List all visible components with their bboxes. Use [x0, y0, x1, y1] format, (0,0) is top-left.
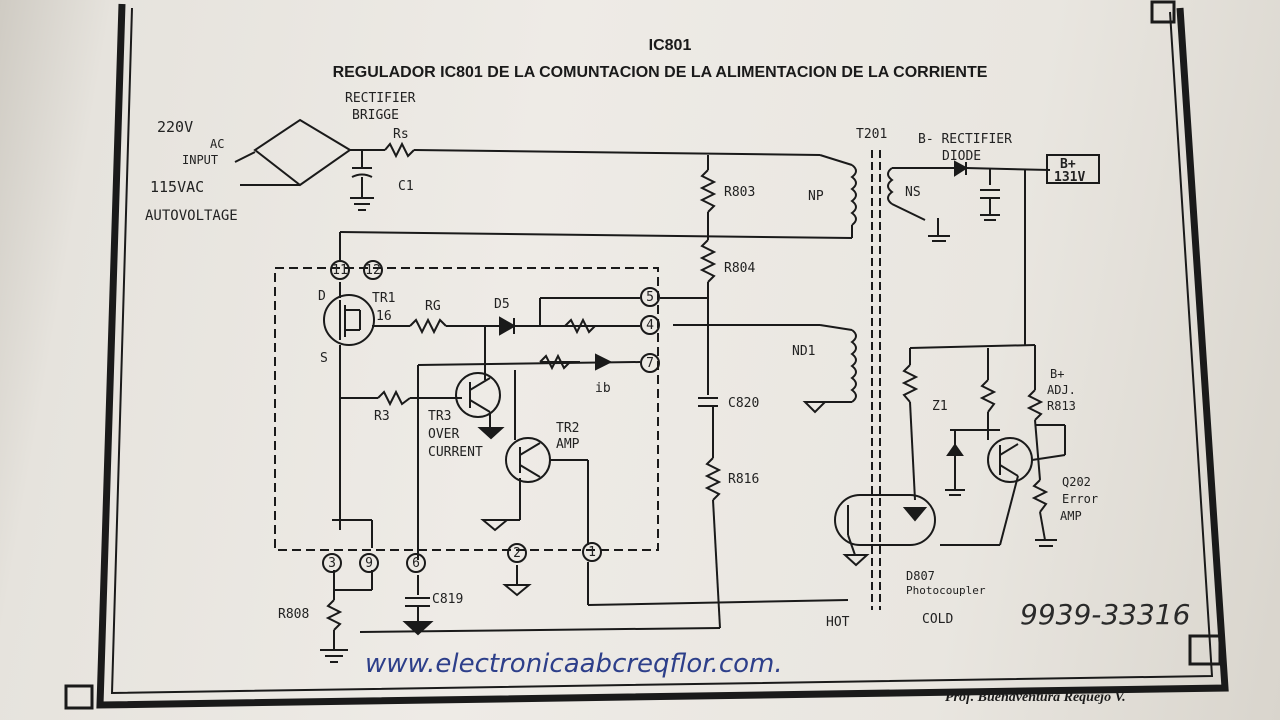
- current-label: CURRENT: [428, 445, 483, 460]
- over-label: OVER: [428, 427, 459, 442]
- rectifier-label-2: BRIGGE: [352, 108, 399, 123]
- r813-resistor: [1026, 389, 1044, 421]
- b-rectifier-label: B- RECTIFIER: [918, 132, 1012, 147]
- photocoupler-body: [834, 494, 936, 546]
- d5-diode: [499, 316, 517, 336]
- rg-resistor: [409, 317, 447, 335]
- tr2-transistor: [505, 437, 551, 483]
- t201-label: T201: [856, 127, 887, 142]
- autovoltage-label: AUTOVOLTAGE: [145, 208, 238, 224]
- diagram-code: IC801: [649, 37, 692, 54]
- cold-label: COLD: [922, 612, 953, 627]
- pin-12: 12: [365, 263, 381, 278]
- photocoupler-resistor: [901, 364, 919, 403]
- r808-resistor: [325, 599, 343, 631]
- c1-label: C1: [398, 179, 414, 194]
- r816-label: R816: [728, 472, 759, 487]
- photocoupler-label: Photocoupler: [906, 584, 986, 597]
- author-credit: Prof. Buenaventura Requejo V.: [945, 690, 1126, 705]
- tr1-mosfet: [323, 294, 375, 346]
- pin-3: 3: [328, 556, 336, 571]
- r813-label: R813: [1047, 399, 1076, 413]
- rs-label: Rs: [393, 127, 409, 142]
- b-voltage-label: 131V: [1054, 170, 1085, 185]
- pin-markers: [322, 260, 660, 573]
- ground-symbols: [320, 197, 1057, 663]
- np-winding: [850, 164, 857, 226]
- tr1-label: TR1: [372, 291, 395, 306]
- b-adj-label: B+: [1050, 367, 1064, 381]
- c819-label: C819: [432, 592, 463, 607]
- amp2-label: AMP: [1060, 509, 1082, 523]
- bridge-rectifier: [253, 118, 352, 187]
- hot-label: HOT: [826, 615, 850, 630]
- drain-label: D: [318, 289, 326, 304]
- frame-border: [64, 0, 1229, 710]
- ns-winding: [887, 167, 894, 205]
- rg-label: RG: [425, 299, 441, 314]
- r804-resistor: [699, 239, 717, 283]
- input-220-label: 220V: [157, 118, 193, 136]
- diagram-title: REGULADOR IC801 DE LA COMUNTACION DE LA …: [333, 64, 988, 81]
- c820-label: C820: [728, 396, 759, 411]
- input-115-label: 115VAC: [150, 178, 204, 196]
- r803-resistor: [699, 169, 717, 213]
- adj-label: ADJ.: [1047, 383, 1076, 397]
- d5-label: D5: [494, 297, 510, 312]
- wires: [234, 118, 1100, 650]
- ic-pin-label: 16: [376, 309, 392, 324]
- input-label: INPUT: [182, 153, 218, 167]
- pin-2: 2: [513, 546, 521, 561]
- amp-label: AMP: [556, 437, 580, 452]
- pin-1: 1: [588, 545, 596, 560]
- r3-label: R3: [374, 409, 390, 424]
- np-label: NP: [808, 189, 824, 204]
- tr2-label: TR2: [556, 421, 579, 436]
- source-label: S: [320, 351, 328, 366]
- d807-label: D807: [906, 569, 935, 583]
- r816-resistor: [704, 457, 722, 501]
- pin-labels: 11 12 5 4 7 3 9 6 2 1: [328, 263, 654, 571]
- tr3-transistor: [455, 372, 501, 418]
- b-plus-box: [1046, 154, 1100, 184]
- q202-label: Q202: [1062, 475, 1091, 489]
- website-text: www.electronicaabcreqflor.com.: [365, 649, 783, 679]
- tr3-label: TR3: [428, 409, 451, 424]
- pin-4: 4: [646, 318, 654, 333]
- pin-9: 9: [365, 556, 373, 571]
- pin-5: 5: [646, 290, 654, 305]
- phone-number: 9939-33316: [1020, 598, 1190, 631]
- ac-label: AC: [210, 137, 224, 151]
- rs-resistor: [384, 141, 415, 159]
- r803-label: R803: [724, 185, 755, 200]
- nd1-winding: [850, 329, 857, 403]
- pin-6: 6: [412, 556, 420, 571]
- q202-transistor: [987, 437, 1033, 483]
- r804-label: R804: [724, 261, 755, 276]
- rectifier-label-1: RECTIFIER: [345, 91, 416, 106]
- ib-label: ib: [595, 381, 611, 396]
- diode-label: DIODE: [942, 149, 981, 164]
- r3-resistor: [377, 389, 411, 407]
- pin-11: 11: [332, 263, 348, 278]
- r808-label: R808: [278, 607, 309, 622]
- nd1-label: ND1: [792, 344, 815, 359]
- z1-label: Z1: [932, 399, 948, 414]
- error-label: Error: [1062, 492, 1098, 506]
- b-plus-label: B+: [1060, 157, 1076, 172]
- ns-label: NS: [905, 185, 921, 200]
- ic-boundary: [274, 267, 659, 551]
- pin-7: 7: [646, 356, 654, 371]
